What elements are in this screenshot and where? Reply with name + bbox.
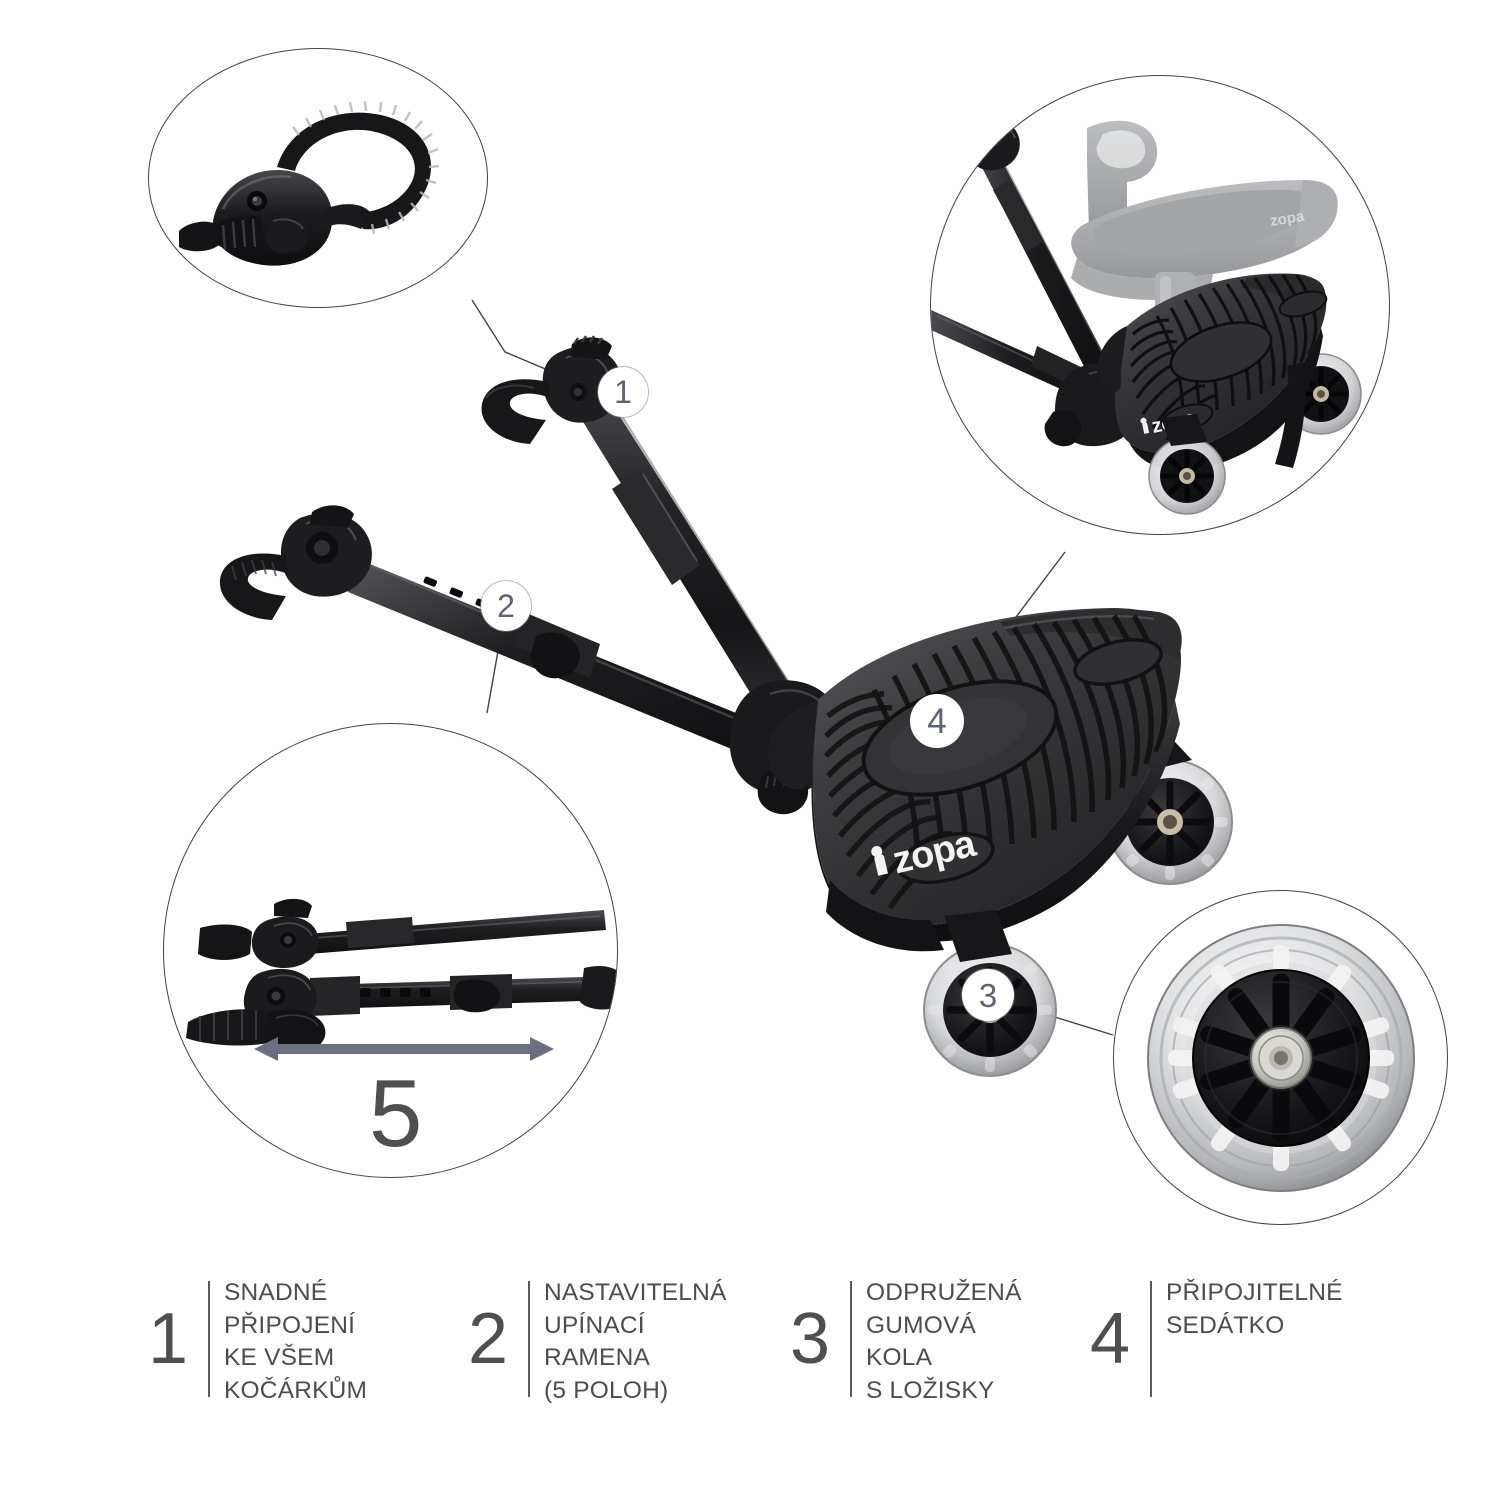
telescopic-arms-illustration [186,898,617,1054]
clamp-strap-illustration [179,100,440,266]
callout-badge-4-label: 4 [927,701,947,741]
callout-badge-1-label: 1 [614,374,632,410]
svg-text:zopa: zopa [1269,208,1306,230]
legend-text-2: NASTAVITELNÁ UPÍNACÍ RAMENA (5 POLOH) [544,1275,727,1407]
seat-illustration: zopa [931,104,1362,515]
legend-item-1: 1 SNADNÉ PŘIPOJENÍ KE VŠEM KOČÁRKŮM [140,1275,367,1407]
legend-text-4: PŘIPOJITELNÉ SEDÁTKO [1166,1275,1343,1342]
legend-line: PŘIPOJITELNÉ [1166,1279,1343,1306]
legend-number-1: 1 [147,1299,189,1379]
legend-line: GUMOVÁ [866,1311,977,1339]
legend-number-4: 4 [1089,1299,1131,1379]
legend-line: SNADNÉ [224,1279,328,1306]
legend-line: UPÍNACÍ [544,1311,645,1339]
wheel-closeup-illustration [1147,924,1415,1192]
detail-circle-telescopic: 5 [163,723,618,1178]
legend-line: ODPRUŽENÁ [866,1279,1022,1306]
legend-line: NASTAVITELNÁ [544,1279,727,1306]
callout-badge-2[interactable]: 2 [481,581,531,631]
arm-lower-side [186,968,616,1054]
callout-badge-4[interactable]: 4 [910,694,964,748]
callout-badge-2-label: 2 [497,588,515,624]
detail-circle-wheel [1113,890,1448,1225]
legend-item-2: 2 NASTAVITELNÁ UPÍNACÍ RAMENA (5 POLOH) [460,1275,727,1407]
legend-line: KE VŠEM [224,1344,335,1372]
arrow-shaft [274,1044,534,1054]
callout-badge-3[interactable]: 3 [962,969,1014,1021]
legend-item-4: 4 PŘIPOJITELNÉ SEDÁTKO [1082,1275,1343,1397]
legend-number-2: 2 [467,1299,509,1379]
detail-circle-seat: zopa [930,75,1390,535]
legend-line: KOČÁRKŮM [224,1376,368,1404]
legend-text-3: ODPRUŽENÁ GUMOVÁ KOLA S LOŽISKY [866,1275,1022,1407]
legend-divider-3 [850,1281,852,1397]
callout-badge-3-label: 3 [978,976,998,1014]
wheel-rear [1107,726,1233,885]
legend-divider-1 [208,1281,210,1397]
legend-text-1: SNADNÉ PŘIPOJENÍ KE VŠEM KOČÁRKŮM [224,1275,367,1407]
product-photo-main: zopa [219,335,1233,1077]
adjustment-positions-count: 5 [369,1060,423,1167]
legend-divider-2 [528,1281,530,1397]
lower-clamp-arm [219,505,790,768]
adjustment-range-arrow [254,1037,554,1061]
legend-line: KOLA [866,1344,933,1372]
legend-line: RAMENA [544,1344,651,1372]
legend: 1 SNADNÉ PŘIPOJENÍ KE VŠEM KOČÁRKŮM 2 NA… [0,1255,1500,1455]
legend-divider-4 [1150,1281,1152,1397]
foot-deck [768,607,1182,952]
legend-line: SEDÁTKO [1166,1311,1285,1339]
legend-item-3: 3 ODPRUŽENÁ GUMOVÁ KOLA S LOŽISKY [782,1275,1022,1407]
arrow-head-left [254,1037,278,1061]
legend-line: (5 POLOH) [544,1376,669,1404]
arrow-head-right [530,1037,554,1061]
detail-circle-clamp-strap [148,48,488,308]
legend-number-3: 3 [789,1299,831,1379]
legend-line: PŘIPOJENÍ [224,1311,356,1339]
upper-clamp-arm [481,335,800,725]
arm-upper-side [198,898,606,968]
legend-line: S LOŽISKY [866,1376,995,1404]
callout-badge-1[interactable]: 1 [598,367,648,417]
